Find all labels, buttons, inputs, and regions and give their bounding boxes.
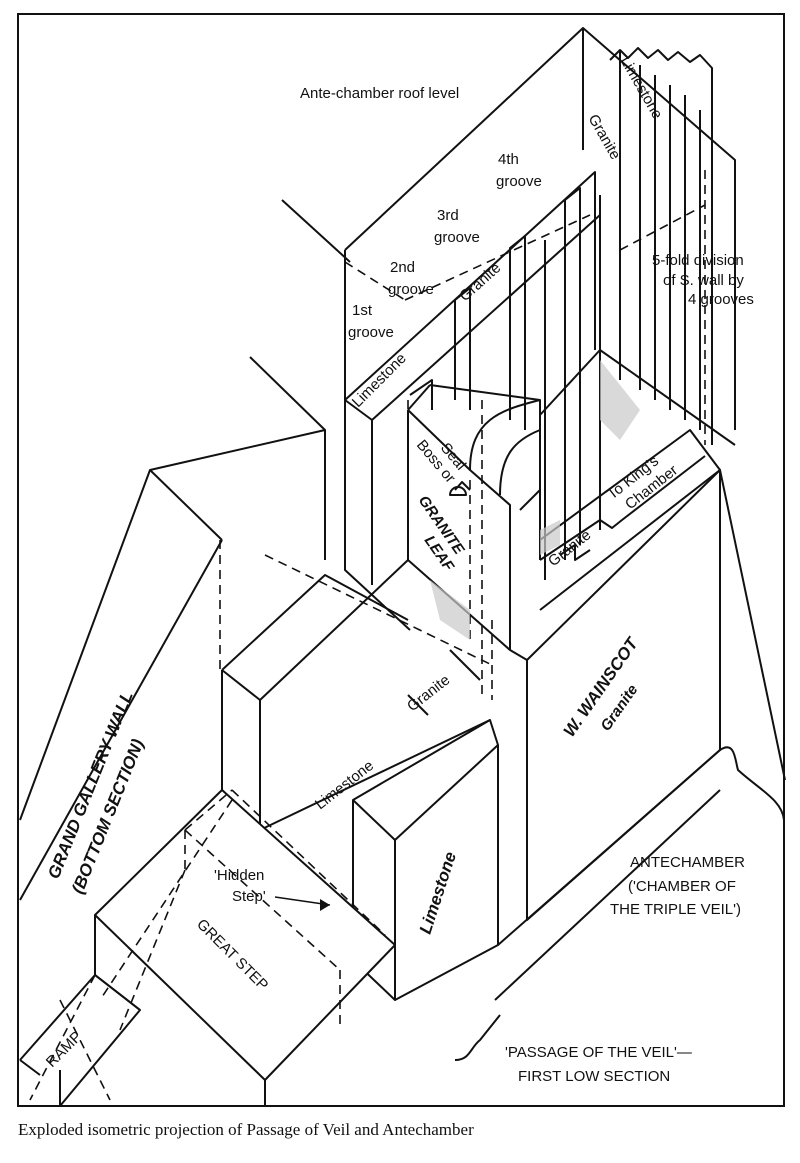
fivefold-label-b: of S. wall by xyxy=(663,272,744,289)
groove-1-label-b: groove xyxy=(348,324,394,341)
grand-gallery-wall xyxy=(19,429,326,821)
limestone-top-label: Limestone xyxy=(349,350,410,411)
frame xyxy=(17,13,785,1107)
groove-3-label: 3rd xyxy=(437,207,459,224)
hidden-step-label-b: Step' xyxy=(232,888,266,905)
antechamber-label: ANTECHAMBER xyxy=(630,854,745,871)
groove-1-label: 1st xyxy=(352,302,373,319)
granite-upper-wall-label: Granite xyxy=(585,112,624,163)
groove-3-label-b: groove xyxy=(434,229,480,246)
passage-of-veil-label: 'PASSAGE OF THE VEIL'— xyxy=(505,1044,692,1061)
roof-level-label: Ante-chamber roof level xyxy=(300,85,459,102)
groove-4-label-b: groove xyxy=(496,173,542,190)
fivefold-label: 5-fold division xyxy=(652,252,744,269)
antechamber-label-c: THE TRIPLE VEIL') xyxy=(610,901,741,918)
fivefold-label-c: 4 grooves xyxy=(688,291,754,308)
figure-caption: Exploded isometric projection of Passage… xyxy=(18,1120,474,1139)
granite-passage-label: Granite xyxy=(404,671,453,715)
groove-2-label: 2nd xyxy=(390,259,415,276)
groove-2-label-b: groove xyxy=(388,281,434,298)
south-wall-outline xyxy=(344,27,736,430)
hidden-step-label: 'Hidden xyxy=(214,867,264,884)
granite-leaf xyxy=(407,399,541,651)
antechamber-label-b: ('CHAMBER OF xyxy=(628,878,736,895)
passage-of-veil-label-b: FIRST LOW SECTION xyxy=(518,1068,670,1085)
great-step xyxy=(94,789,396,1081)
limestone-upper-wall-label: Limestone xyxy=(617,54,666,122)
groove-4-label: 4th xyxy=(498,151,519,168)
